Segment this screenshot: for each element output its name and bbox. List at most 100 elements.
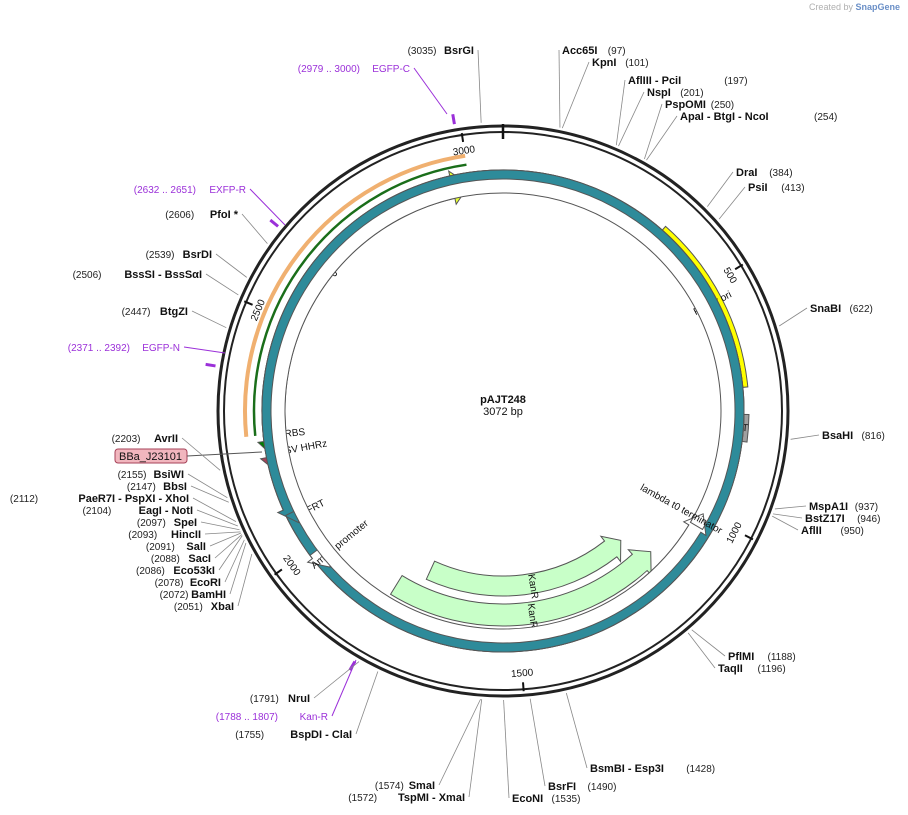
enzyme-leader [224,539,245,583]
tick-mark [734,263,744,271]
enzyme-position: (2088) [151,554,180,565]
enzyme-leader [209,532,242,547]
primer-mark [205,362,216,368]
tick-mark [243,300,253,306]
primer-label: EGFP-N [142,343,180,354]
enzyme-label: PfoI * [210,209,239,221]
enzyme-label: PsiI [748,182,768,194]
feature-label: KanR [525,603,539,629]
enzyme-label: AvrII [154,433,178,445]
plasmid-name: pAJT248 [480,394,526,406]
enzyme-label: SpeI [174,517,197,529]
enzyme-position: (1572) [348,793,377,804]
enzyme-leader [646,115,678,161]
enzyme-position: (384) [769,168,792,179]
enzyme-label: BtgZI [160,306,188,318]
enzyme-label: SmaI [409,780,435,792]
created-by-text: Created by [808,2,853,12]
enzyme-position: (2506) [73,270,102,281]
plasmid-size: 3072 bp [483,406,523,418]
enzyme-leader [218,535,243,571]
snapgene-logo: SnapGene [855,2,900,12]
feature-lambda-t0-terminator [270,178,736,644]
enzyme-label: BsmBI - Esp3I [590,763,664,775]
enzyme-leader [687,632,716,669]
enzyme-label: Acc65I [562,45,597,57]
primer-range: (2632 .. 2651) [134,185,196,196]
enzyme-leader [618,91,645,147]
primer-leader [183,346,226,354]
primer-label: EXFP-R [209,185,246,196]
enzyme-label: SalI [186,541,206,553]
enzyme-position: (2097) [137,518,166,529]
enzyme-label: PaeR7I - PspXI - XhoI [78,493,189,505]
enzyme-leader [438,698,481,786]
enzyme-label: BsaHI [822,430,853,442]
enzyme-position: (3035) [408,46,437,57]
enzyme-leader [355,671,379,735]
enzyme-label: BamHI [191,589,226,601]
enzyme-leader [241,213,268,244]
enzyme-leader [196,509,238,527]
enzyme-leader [237,553,253,607]
callout-label: BBa_J23101 [119,451,182,463]
enzyme-label: Eco53kI [173,565,215,577]
enzyme-position: (197) [724,76,747,87]
feature-kanr2 [389,549,652,627]
primer-leader [249,188,286,226]
enzyme-leader [200,521,240,531]
primer-binding-bar [252,163,467,437]
enzyme-leader [205,273,239,296]
enzyme-position: (950) [841,526,864,537]
enzyme-leader [615,79,626,146]
enzyme-label: MspA1I [809,501,848,513]
enzyme-leader [214,534,243,559]
enzyme-position: (1755) [235,730,264,741]
enzyme-leader [503,699,510,799]
enzyme-label: BspDI - ClaI [290,729,352,741]
enzyme-leader [644,103,663,160]
enzyme-leader [204,531,241,535]
enzyme-position: (2539) [146,250,175,261]
enzyme-position: (2155) [118,470,147,481]
snapgene-credit: Created by SnapGene [809,2,900,12]
enzyme-position: (1535) [552,794,581,805]
enzyme-position: (1574) [375,781,404,792]
primer-range: (2371 .. 2392) [68,343,130,354]
enzyme-leader [187,473,228,499]
enzyme-position: (2072) [160,590,189,601]
enzyme-label: DraI [736,167,757,179]
enzyme-label: EcoNI [512,793,543,805]
enzyme-position: (2203) [112,434,141,445]
feature-kanr [425,535,622,597]
enzyme-position: (97) [608,46,626,57]
enzyme-leader [190,485,229,503]
enzyme-position: (2112) [10,494,38,505]
enzyme-label: SnaBI [810,303,841,315]
enzyme-label: NspI [647,87,671,99]
enzyme-position: (201) [680,88,703,99]
enzyme-leader [773,513,803,519]
callout-leader [186,451,263,457]
enzyme-position: (1196) [758,664,786,675]
enzyme-label: EagI - NotI [139,505,193,517]
enzyme-position: (2086) [136,566,165,577]
enzyme-position: (413) [781,183,804,194]
enzyme-leader [191,310,227,329]
enzyme-leader [215,253,247,278]
enzyme-position: (1428) [686,764,715,775]
enzyme-position: (250) [711,100,734,111]
enzyme-position: (2051) [174,602,203,613]
enzyme-leader [691,629,726,657]
enzyme-label: BstZ17I [805,513,845,525]
enzyme-label: BssSI - BssSαI [124,269,202,281]
enzyme-label: SacI [188,553,211,565]
enzyme-label: AflII [801,525,822,537]
enzyme-leader [477,49,482,123]
enzyme-position: (2147) [127,482,156,493]
enzyme-leader [718,186,746,220]
primer-range: (2979 .. 3000) [298,64,360,75]
tick-label: 2000 [280,553,302,578]
enzyme-label: AflIII - PciI [628,75,681,87]
enzyme-leader [774,505,807,510]
